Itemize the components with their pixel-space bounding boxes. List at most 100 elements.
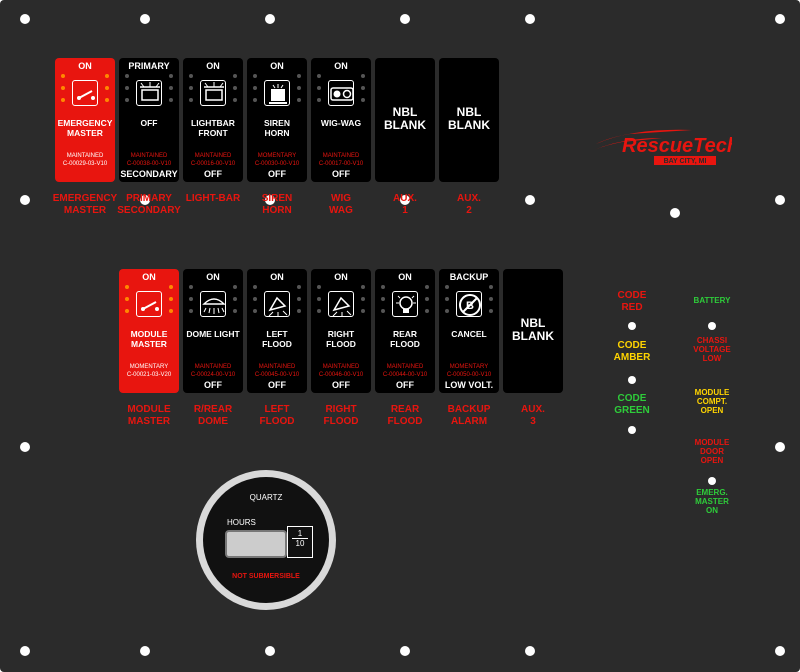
meter-display [225, 530, 287, 558]
led-dot [489, 309, 493, 313]
switch-mode-label: MAINTAINED [322, 364, 360, 370]
led-dots [445, 285, 493, 321]
meter-fraction-box: 1 10 [287, 526, 313, 558]
led-dot [61, 74, 65, 78]
switch-top-label: ON [206, 272, 220, 282]
switch-bottom-label: LOW VOLT. [444, 380, 494, 390]
switch-top-label: BACKUP [449, 272, 489, 282]
led-dot [233, 98, 237, 102]
switch-bottom-label: OFF [268, 169, 286, 179]
switch-bottom-label: OFF [332, 169, 350, 179]
row1-caption: LIGHT-BAR [185, 193, 241, 204]
led-dot [169, 74, 173, 78]
dome-icon-frame [200, 291, 226, 317]
led-dot [253, 74, 257, 78]
switch-icon-frame [72, 80, 98, 106]
led-dots [61, 74, 109, 110]
screw-hole [265, 195, 275, 205]
switch-function-label: DOME LIGHT [186, 329, 240, 339]
switch-mode-label: MAINTAINED [66, 153, 104, 159]
led-dot [381, 297, 385, 301]
led-dot [297, 309, 301, 313]
switch-bottom-label: OFF [268, 380, 286, 390]
switch-mode-label: MAINTAINED [258, 364, 296, 370]
bulb-icon [396, 295, 416, 313]
switch-mode-label: MAINTAINED [194, 153, 232, 159]
led-dots [125, 285, 173, 321]
led-dot [361, 309, 365, 313]
switch-bottom-label: OFF [332, 380, 350, 390]
switch-part-code: C-00017-00-V10 [318, 161, 364, 167]
flood-icon-frame [328, 291, 354, 317]
screw-hole [20, 442, 30, 452]
switch-part-code: C-00046-00-V10 [318, 372, 364, 378]
hour-meter-face: QUARTZ HOURS 1 10 NOT SUBMERSIBLE [203, 477, 329, 603]
switch-mode-label: MOMENTARY [449, 364, 489, 370]
led-dot [297, 285, 301, 289]
switch-part-code: C-00021-03-V20 [126, 372, 172, 378]
flood-icon [268, 296, 288, 317]
screw-hole [525, 195, 535, 205]
switch-mode-label: MAINTAINED [130, 153, 168, 159]
led-dot [381, 285, 385, 289]
led-dot [189, 74, 193, 78]
screw-hole [140, 195, 150, 205]
wigwag-icon-frame [328, 80, 354, 106]
lightbar-icon-frame [200, 80, 226, 106]
led-dot [425, 297, 429, 301]
wigwag-icon [330, 87, 354, 101]
led-dot [189, 285, 193, 289]
led-dot [253, 297, 257, 301]
led-dots [381, 285, 429, 321]
switch-top-label: ON [78, 61, 92, 71]
led-dot [381, 309, 385, 313]
led-dot [125, 285, 129, 289]
led-dots [125, 74, 173, 110]
switch-bottom-label: OFF [396, 380, 414, 390]
aux-caption: AUX.2 [457, 193, 481, 216]
led-dot [61, 98, 65, 102]
status-label: BATTERY [693, 296, 731, 305]
led-dot [361, 74, 365, 78]
switch-part-code: C-00038-00-V10 [126, 161, 172, 167]
status-led [708, 477, 716, 485]
switch-function-label: CANCEL [451, 329, 487, 339]
switch-part-code: C-00050-00-V10 [446, 372, 492, 378]
led-dots [317, 74, 365, 110]
backup-icon: B [459, 294, 481, 316]
switch-part-code: C-00016-00-V10 [190, 161, 236, 167]
lightbar-icon [140, 82, 160, 101]
switch-part-code: C-00045-00-V10 [254, 372, 300, 378]
switch-top-label: ON [142, 272, 156, 282]
led-dot [361, 98, 365, 102]
brand-name: RescueTech [622, 135, 732, 157]
code-indicator-led [628, 376, 636, 384]
code-indicator-led [628, 322, 636, 330]
row2-switch[interactable]: BACKUP B CANCEL MOMENTARY C-00050-00-V10LOW … [439, 269, 499, 393]
status-led [708, 322, 716, 330]
led-dot [61, 86, 65, 90]
led-dot [105, 74, 109, 78]
